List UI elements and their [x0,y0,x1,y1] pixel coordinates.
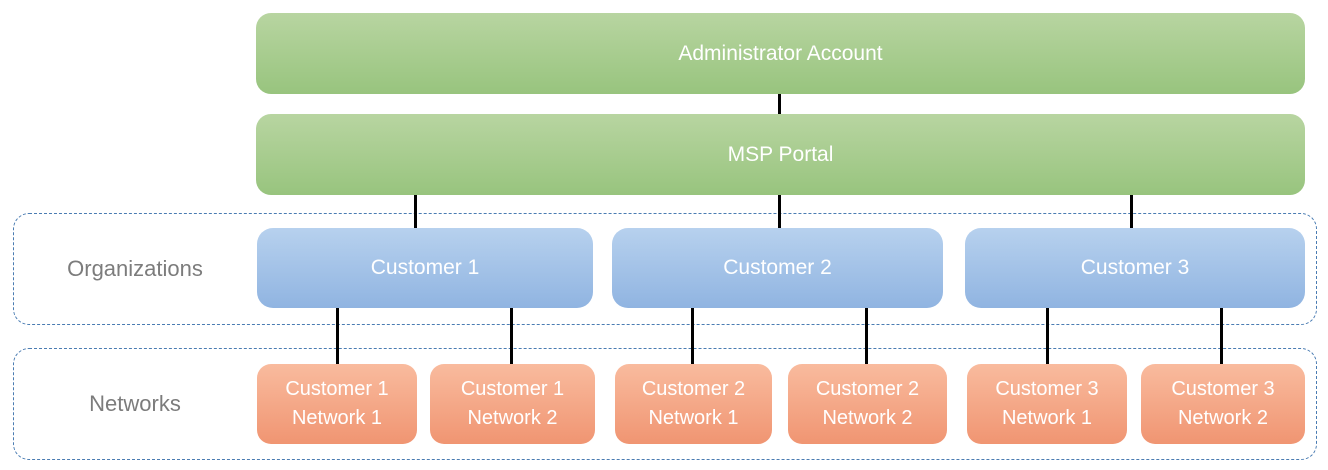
customer-1-network-2-box: Customer 1 Network 2 [430,364,595,444]
networks-container [13,348,1317,460]
network-box-line2: Network 2 [1177,407,1269,429]
customer-2-network-1-box: Customer 2 Network 1 [615,364,772,444]
network-box-line1: Customer 1 [460,378,565,400]
connector-customer2-to-network1 [690,308,694,364]
customer-2-box: Customer 2 [612,228,943,308]
network-box-line2: Network 2 [467,407,558,429]
customer-1-box: Customer 1 [257,228,593,308]
organizations-container [13,213,1317,325]
customer-3-box: Customer 3 [965,228,1305,308]
connector-customer1-to-network1 [335,308,339,364]
network-box-line1: Customer 2 [815,378,920,400]
connector-msp-to-customer3 [1129,195,1133,228]
connector-msp-to-customer1 [414,195,417,228]
network-box-line1: Customer 1 [285,378,389,400]
network-box-line1: Customer 3 [1171,378,1275,400]
connector-admin-to-msp [777,94,781,114]
network-box-line2: Network 2 [822,407,913,429]
connector-customer3-to-network2 [1219,308,1223,364]
organizations-row-label: Organizations [67,256,203,281]
connector-customer2-to-network2 [864,308,868,364]
customer-3-network-2-box: Customer 3 Network 2 [1141,364,1305,444]
connector-msp-to-customer2 [777,195,781,228]
network-box-line1: Customer 3 [995,378,1099,400]
network-box-line2: Network 1 [1001,407,1093,429]
networks-row-label: Networks [89,391,181,416]
msp-portal-box: MSP Portal [256,114,1305,195]
connector-customer1-to-network2 [509,308,513,364]
network-box-line2: Network 1 [648,407,739,429]
connector-customer3-to-network1 [1045,308,1049,364]
network-box-line2: Network 1 [291,407,383,429]
customer-2-network-2-box: Customer 2 Network 2 [788,364,947,444]
customer-1-network-1-box: Customer 1 Network 1 [257,364,417,444]
administrator-account-box: Administrator Account [256,13,1305,94]
customer-3-network-1-box: Customer 3 Network 1 [967,364,1127,444]
network-box-line1: Customer 2 [641,378,746,400]
